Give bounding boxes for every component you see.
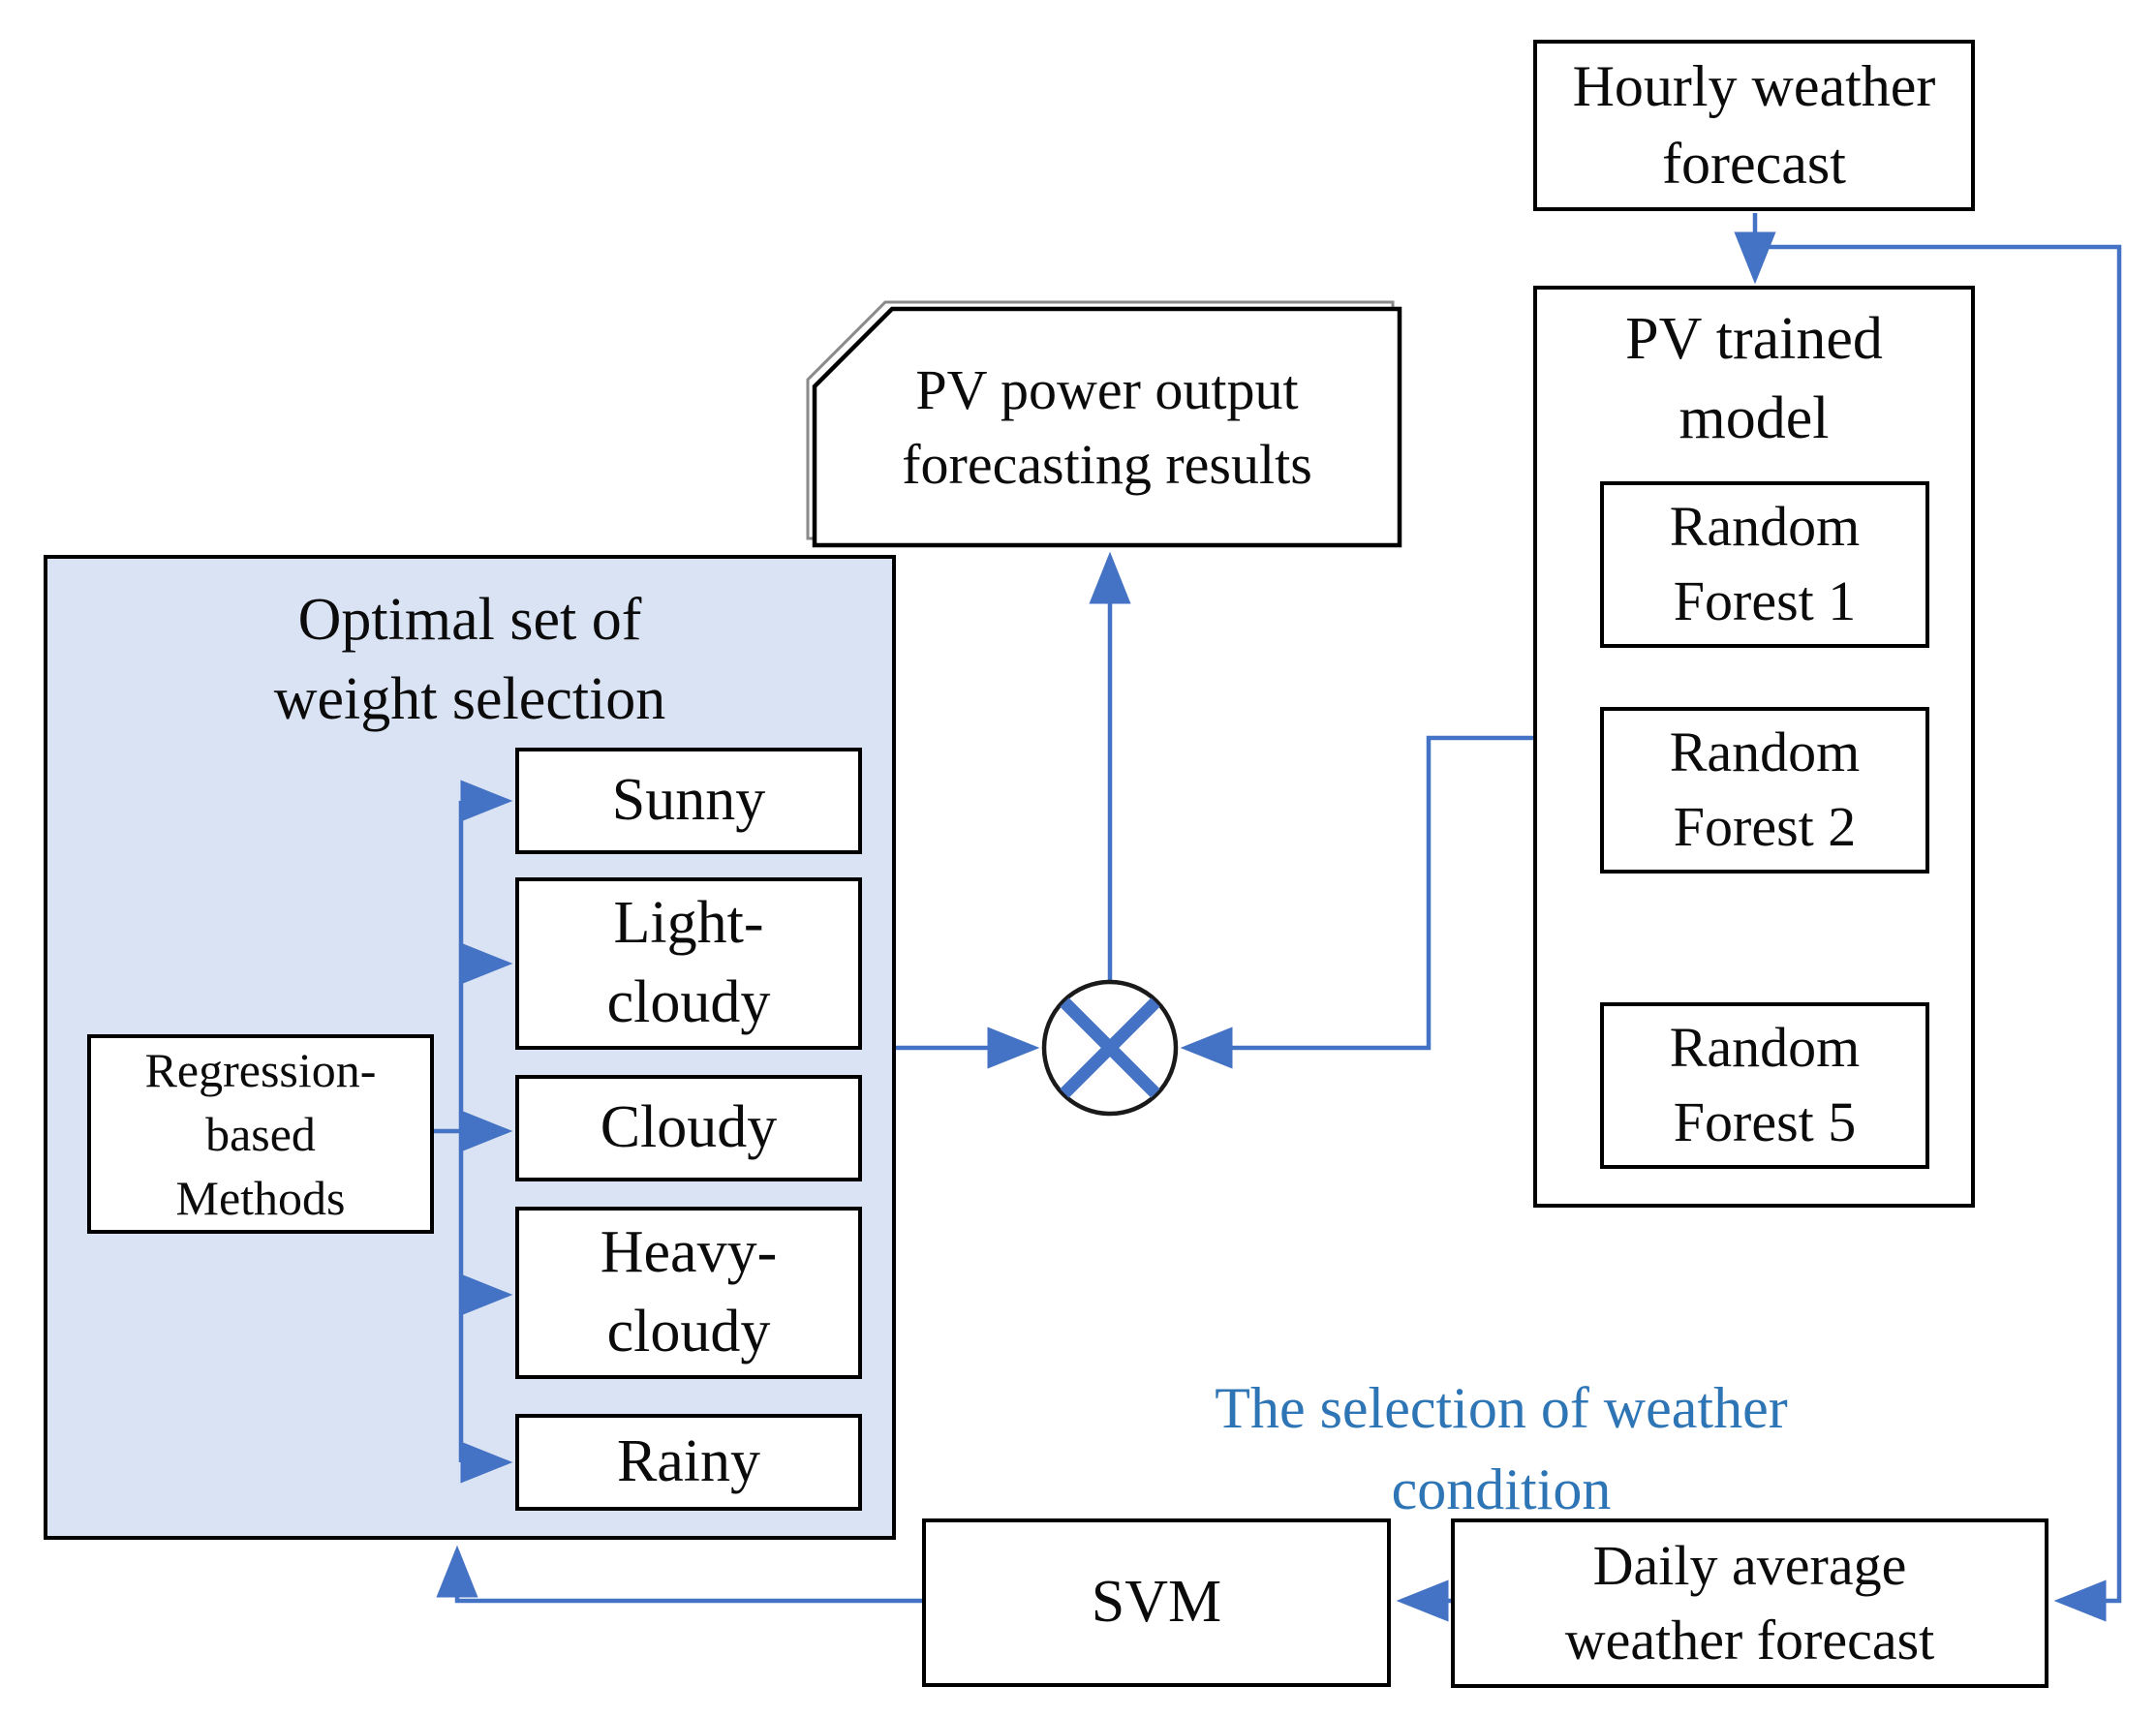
- optimal-panel-title: Optimal set of weight selection: [273, 587, 666, 732]
- condition-cloudy-label: Cloudy: [600, 1094, 778, 1161]
- random-forest-5-box: Random Forest 5: [1600, 1002, 1929, 1169]
- random-forest-2-label: Random Forest 2: [1669, 721, 1861, 858]
- daily-average-weather-forecast-label: Daily average weather forecast: [1564, 1533, 1935, 1671]
- condition-light-cloudy-label: Light-cloudy: [606, 890, 771, 1035]
- regression-based-methods-label: Regression-based Methods: [144, 1043, 377, 1225]
- weather-condition-selection-note: The selection of weather condition: [1215, 1376, 1788, 1521]
- random-forest-5-label: Random Forest 5: [1669, 1016, 1861, 1153]
- condition-sunny-box: Sunny: [515, 748, 862, 854]
- arrow-regression-to-conditions: [434, 780, 513, 1484]
- condition-light-cloudy-box: Light-cloudy: [515, 877, 862, 1050]
- multiplier-icon: [1041, 979, 1179, 1117]
- condition-heavy-cloudy-box: Heavy-cloudy: [515, 1207, 862, 1379]
- condition-heavy-cloudy-label: Heavy-cloudy: [600, 1219, 778, 1364]
- condition-cloudy-box: Cloudy: [515, 1075, 862, 1181]
- hourly-weather-forecast-box: Hourly weather forecast: [1533, 40, 1975, 211]
- condition-rainy-label: Rainy: [616, 1428, 761, 1495]
- arrow-svm-to-panel: [436, 1545, 922, 1604]
- svm-label: SVM: [1091, 1569, 1222, 1636]
- condition-sunny-label: Sunny: [611, 767, 766, 834]
- daily-average-weather-forecast-box: Daily average weather forecast: [1451, 1518, 2048, 1688]
- arrow-hourly-to-daily: [1755, 244, 2122, 1622]
- hourly-weather-forecast-label: Hourly weather forecast: [1572, 54, 1936, 196]
- random-forest-2-box: Random Forest 2: [1600, 707, 1929, 874]
- pv-power-output-results-label: PV power output forecasting results: [902, 358, 1312, 496]
- pv-trained-model-title: PV trained model: [1625, 306, 1883, 451]
- condition-rainy-box: Rainy: [515, 1414, 862, 1511]
- arrow-pvmodel-to-multiplier: [1180, 735, 1533, 1069]
- random-forest-1-label: Random Forest 1: [1669, 495, 1861, 632]
- regression-based-methods-box: Regression-based Methods: [87, 1034, 434, 1234]
- svm-box: SVM: [922, 1518, 1391, 1687]
- output-shape: [806, 300, 1402, 548]
- random-forest-1-box: Random Forest 1: [1600, 481, 1929, 648]
